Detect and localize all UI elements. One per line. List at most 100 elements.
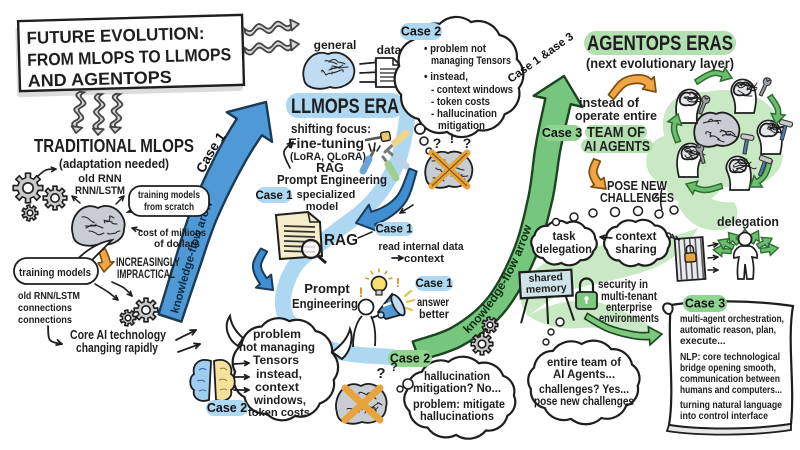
svg-text:token costs: token costs	[248, 407, 310, 419]
svg-text:read internal data: read internal data	[379, 241, 465, 253]
svg-text:• instead,: • instead,	[424, 71, 468, 83]
svg-text:humans and computers...: humans and computers...	[680, 385, 782, 396]
svg-text:changing rapidly: changing rapidly	[76, 341, 158, 355]
svg-text:execute...: execute...	[680, 336, 726, 347]
svg-text:training models: training models	[19, 267, 91, 279]
svg-text:problem: mitigate: problem: mitigate	[413, 399, 505, 411]
svg-text:Case 2: Case 2	[401, 25, 441, 39]
svg-text:training models: training models	[138, 189, 200, 201]
svg-text:INCREASINGLY: INCREASINGLY	[116, 257, 180, 269]
svg-text:Fine-tuning: Fine-tuning	[288, 135, 364, 151]
svg-text:- hallucination: - hallucination	[431, 108, 497, 120]
svg-text:TRADITIONAL MLOPS: TRADITIONAL MLOPS	[34, 135, 194, 156]
svg-text:Tensors: Tensors	[253, 355, 299, 367]
svg-text:old RNN/LSTM: old RNN/LSTM	[18, 290, 80, 302]
svg-text:RAG: RAG	[316, 161, 344, 175]
svg-text:?: ?	[433, 135, 442, 151]
svg-text:problem: problem	[253, 329, 301, 341]
svg-text:into control interface: into control interface	[680, 411, 768, 422]
svg-text:(next evolutionary layer): (next evolutionary layer)	[586, 55, 734, 71]
svg-text:!: !	[359, 284, 364, 300]
svg-text:automatic reason, plan,: automatic reason, plan,	[680, 325, 776, 336]
svg-text:operate entire: operate entire	[575, 109, 657, 123]
svg-text:better: better	[419, 309, 449, 321]
svg-text:hallucination: hallucination	[424, 371, 490, 383]
svg-text:- token costs: - token costs	[431, 96, 490, 108]
svg-text:POSE NEW: POSE NEW	[607, 178, 668, 193]
svg-text:!: !	[396, 275, 400, 290]
svg-text:IMPRACTICAL: IMPRACTICAL	[117, 269, 175, 281]
svg-text:pose new challenges: pose new challenges	[534, 396, 634, 408]
svg-text:Engineering: Engineering	[292, 296, 358, 311]
svg-text:AI AGENTS: AI AGENTS	[584, 139, 650, 155]
svg-text:multi-agent orchestration,: multi-agent orchestration,	[680, 314, 784, 325]
svg-text:entire team of: entire team of	[547, 357, 621, 369]
svg-text:shared: shared	[528, 271, 563, 285]
svg-text:AGENTOPS ERAS: AGENTOPS ERAS	[587, 32, 733, 55]
svg-text:context: context	[404, 253, 444, 265]
svg-text:challenges? Yes...: challenges? Yes...	[539, 384, 629, 396]
svg-text:AND AGENTOPS: AND AGENTOPS	[27, 67, 172, 91]
svg-text:hallucinations: hallucinations	[420, 411, 494, 423]
svg-text:cost of millions: cost of millions	[138, 227, 206, 239]
svg-text:Case 1: Case 1	[375, 223, 413, 235]
svg-text:instead of: instead of	[579, 96, 640, 110]
svg-text:enterprise: enterprise	[606, 302, 652, 314]
svg-text:(adaptation needed): (adaptation needed)	[59, 156, 169, 171]
svg-text:context: context	[255, 382, 299, 394]
svg-text:delegation: delegation	[717, 215, 779, 229]
svg-text:NLP: core technological: NLP: core technological	[680, 352, 780, 363]
svg-text:environments: environments	[599, 313, 659, 325]
svg-text:Core AI technology: Core AI technology	[70, 328, 166, 342]
svg-text:Case 1: Case 1	[415, 278, 453, 290]
svg-text:from scratch: from scratch	[144, 201, 194, 213]
svg-text:mitigation: mitigation	[438, 120, 485, 132]
svg-text:connections: connections	[18, 314, 72, 326]
svg-text:instead,: instead,	[256, 369, 302, 381]
svg-text:sharing: sharing	[615, 244, 657, 256]
svg-text:model: model	[306, 201, 338, 213]
svg-text:Case 3: Case 3	[542, 126, 582, 140]
svg-text:data: data	[377, 43, 402, 57]
svg-text:Case 2: Case 2	[207, 401, 247, 415]
svg-text:connections: connections	[18, 302, 72, 314]
svg-text:mitigation? No...: mitigation? No...	[413, 383, 501, 395]
svg-text:?: ?	[376, 365, 385, 382]
svg-text:AI Agents...: AI Agents...	[553, 369, 615, 381]
svg-text:old RNN: old RNN	[78, 173, 121, 185]
svg-text:Case 1: Case 1	[255, 190, 293, 202]
svg-text:communication between: communication between	[680, 374, 780, 385]
svg-text:(LoRA, QLoRA): (LoRA, QLoRA)	[290, 151, 366, 163]
svg-text:security in: security in	[598, 279, 648, 291]
svg-text:windows,: windows,	[253, 395, 306, 407]
svg-text:?: ?	[463, 135, 472, 151]
svg-text:TEAM OF: TEAM OF	[587, 125, 645, 141]
svg-text:• problem not: • problem not	[424, 43, 486, 55]
svg-text:answer: answer	[417, 297, 449, 309]
svg-text:Prompt Engineering: Prompt Engineering	[277, 172, 387, 187]
svg-text:of dollars: of dollars	[154, 238, 200, 250]
svg-text:context: context	[616, 231, 657, 243]
svg-text:bridge opening smooth,: bridge opening smooth,	[680, 363, 776, 374]
svg-text:managing Tensors: managing Tensors	[431, 55, 511, 67]
svg-text:RAG: RAG	[324, 232, 358, 249]
svg-text:CHALLENGES: CHALLENGES	[600, 190, 674, 205]
svg-text:?: ?	[390, 360, 397, 374]
svg-text:memory: memory	[526, 282, 568, 296]
svg-text:LLMOPS ERA: LLMOPS ERA	[291, 95, 399, 118]
svg-text:Case 2: Case 2	[390, 352, 430, 366]
svg-text:general: general	[314, 38, 357, 52]
svg-text:multi-tenant: multi-tenant	[601, 291, 657, 303]
svg-text:!: !	[450, 130, 455, 146]
svg-text:- context windows: - context windows	[431, 84, 513, 96]
svg-text:task: task	[552, 231, 576, 243]
svg-text:FUTURE EVOLUTION:: FUTURE EVOLUTION:	[26, 23, 204, 48]
svg-text:not managing: not managing	[239, 342, 315, 354]
svg-text:turning natural language: turning natural language	[680, 400, 782, 411]
svg-text:specialized: specialized	[297, 189, 356, 201]
svg-text:shifting focus:: shifting focus:	[291, 122, 371, 136]
svg-text:Prompt: Prompt	[304, 281, 350, 296]
svg-text:RNN/LSTM: RNN/LSTM	[75, 185, 125, 197]
svg-text:Case 3: Case 3	[685, 297, 725, 311]
svg-text:delegation: delegation	[536, 244, 592, 256]
